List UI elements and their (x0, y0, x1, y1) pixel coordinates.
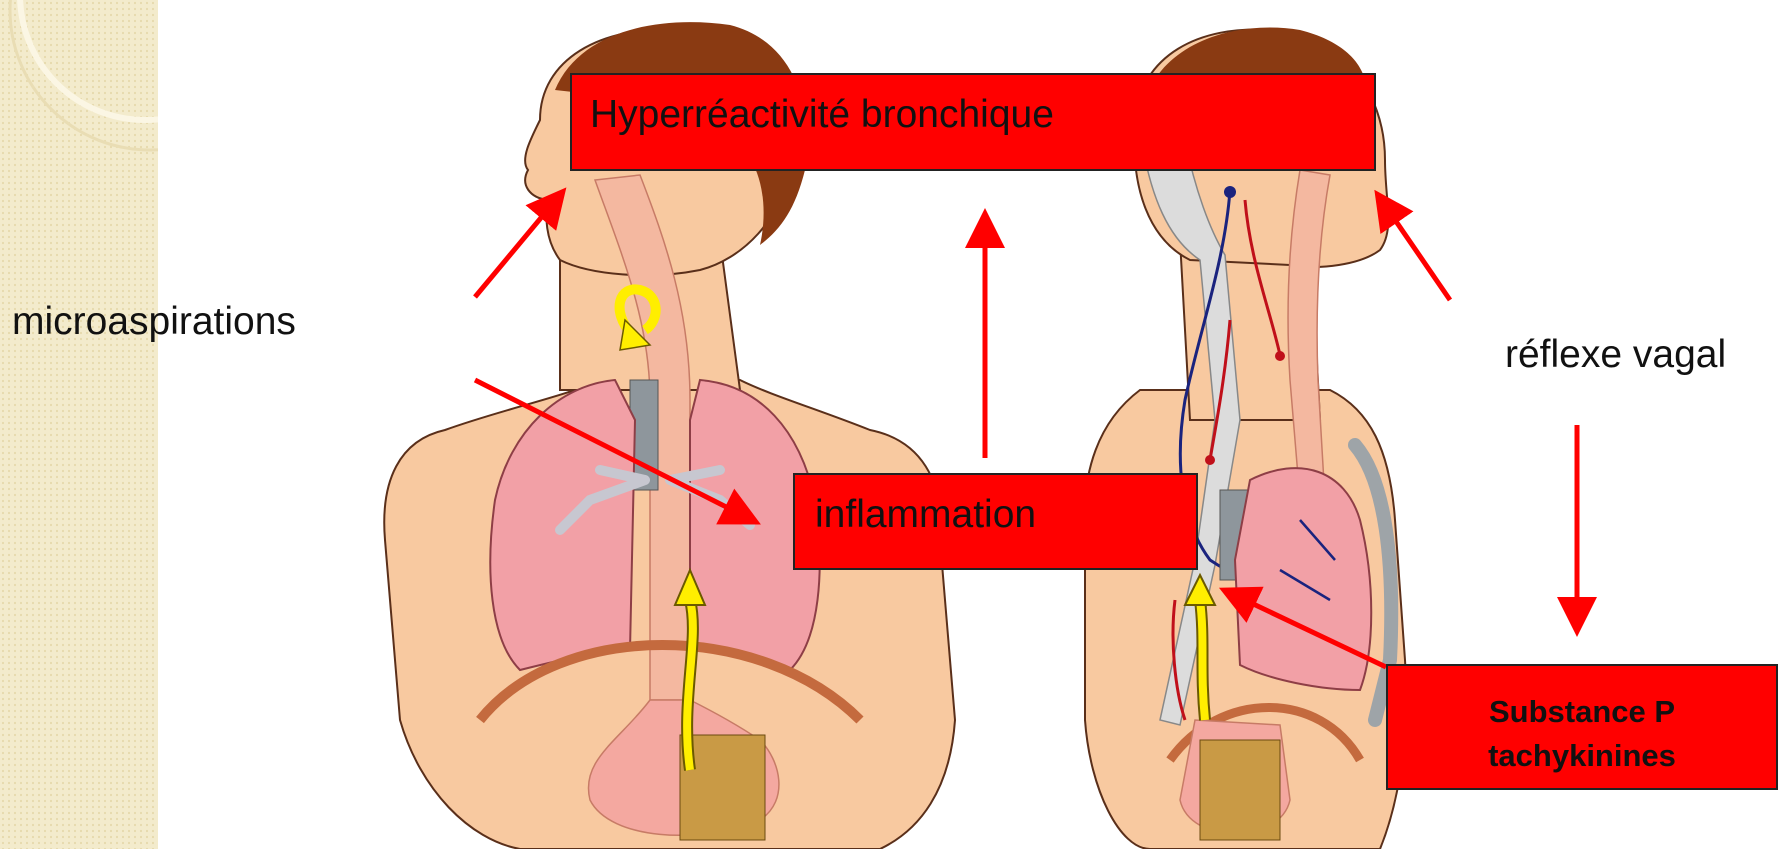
hyperreactivite-box: Hyperréactivité bronchique (570, 73, 1376, 171)
arrow-reflexe-vagal-to-head (1380, 198, 1450, 300)
arrow-microaspirations-to-head (475, 195, 560, 297)
inflammation-label: inflammation (815, 493, 1036, 536)
substance-p-label: Substance P (1396, 690, 1768, 734)
microaspirations-label: microaspirations (12, 300, 296, 344)
hyperreactivite-label: Hyperréactivité bronchique (590, 93, 1054, 136)
inflammation-box: inflammation (793, 473, 1198, 570)
reflexe-vagal-label: réflexe vagal (1505, 333, 1726, 377)
tachykinines-label: tachykinines (1396, 734, 1768, 778)
substance-p-box: Substance P tachykinines (1386, 664, 1778, 790)
